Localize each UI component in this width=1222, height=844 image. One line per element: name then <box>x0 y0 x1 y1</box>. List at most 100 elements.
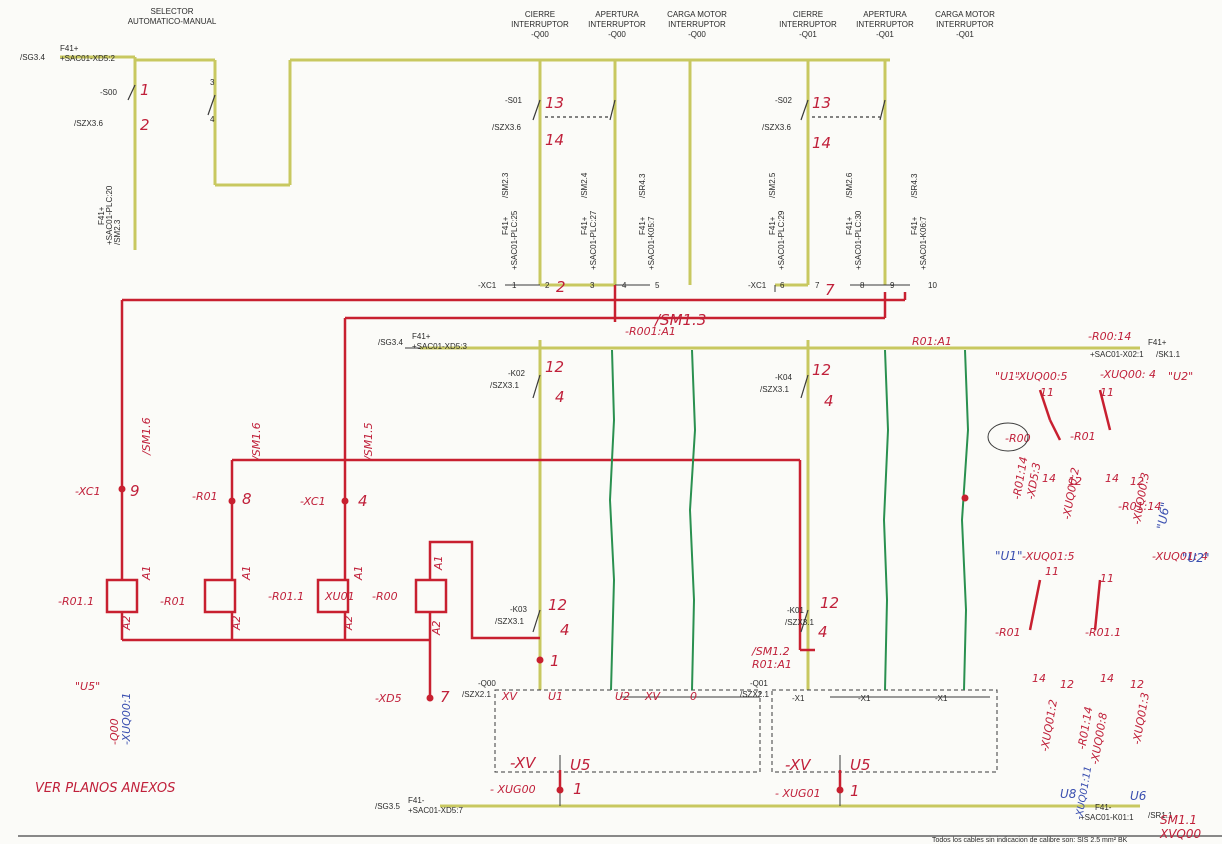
svg-text:R01:A1: R01:A1 <box>752 658 792 671</box>
svg-text:A1: A1 <box>352 565 365 581</box>
label-szx31d: /SZX3.1 <box>785 618 814 627</box>
svg-text:3: 3 <box>590 281 595 290</box>
svg-text:VER PLANOS ANEXOS: VER PLANOS ANEXOS <box>35 781 175 796</box>
svg-text:2: 2 <box>556 278 566 296</box>
svg-text:1: 1 <box>850 782 860 800</box>
header-apertura-q01-3: -Q01 <box>876 30 894 39</box>
header-cierre-q01-2: INTERRUPTOR <box>779 20 837 29</box>
svg-text:13: 13 <box>812 94 831 112</box>
svg-text:SM1.1: SM1.1 <box>1160 813 1197 827</box>
header-carga-q00-2: INTERRUPTOR <box>668 20 726 29</box>
header-carga-q01-1: CARGA MOTOR <box>935 10 995 19</box>
svg-text:-R01: -R01 <box>160 595 186 608</box>
svg-text:-R01.1: -R01.1 <box>1085 626 1121 639</box>
label-f41-mid: F41+ <box>412 332 431 341</box>
header-carga-q01-3: -Q01 <box>956 30 974 39</box>
svg-text:A2: A2 <box>430 620 443 636</box>
label-sk11: /SK1.1 <box>1156 350 1181 359</box>
svg-text:-XC1: -XC1 <box>300 495 326 508</box>
svg-text:"U2": "U2" <box>1168 370 1193 383</box>
header-apertura-q00-3: -Q00 <box>608 30 626 39</box>
svg-text:5: 5 <box>655 281 660 290</box>
svg-text:11: 11 <box>1040 386 1054 399</box>
svg-text:14: 14 <box>1100 672 1114 685</box>
svg-text:-R01: -R01 <box>192 490 218 503</box>
label-szx31a: /SZX3.1 <box>490 381 519 390</box>
label-k03: -K03 <box>510 605 527 614</box>
printed-lines <box>18 284 1222 837</box>
svg-text:-XUQ00: 4: -XUQ00: 4 <box>1100 368 1156 381</box>
svg-text:-XD5:3: -XD5:3 <box>1024 462 1043 501</box>
svg-text:U5: U5 <box>850 756 871 774</box>
svg-text:-XV: -XV <box>785 756 812 774</box>
label-szx36: /SZX3.6 <box>74 119 103 128</box>
svg-text:+SAC01-PLC:20: +SAC01-PLC:20 <box>105 185 114 245</box>
label-sg34-mid: /SG3.4 <box>378 338 403 347</box>
svg-text:-XUQ00:2: -XUQ00:2 <box>1060 467 1082 521</box>
column-headers: SELECTOR AUTOMATICO-MANUAL CIERRE INTERR… <box>128 7 995 39</box>
svg-text:A1: A1 <box>240 565 253 581</box>
svg-text:4: 4 <box>555 388 565 406</box>
svg-text:4: 4 <box>622 281 627 290</box>
footer-note: Todos los cables sin indicacion de calib… <box>932 837 1128 844</box>
svg-text:1: 1 <box>140 81 150 99</box>
v1-b: +SAC01-PLC:25 <box>510 210 519 270</box>
svg-text:-R01: -R01 <box>995 626 1021 639</box>
label-sg35: /SG3.5 <box>375 802 400 811</box>
label-szx21b: /SZX2.1 <box>740 690 769 699</box>
svg-text:2: 2 <box>140 116 150 134</box>
svg-text:12: 12 <box>1130 475 1144 488</box>
label-s01: -S01 <box>505 96 522 105</box>
svg-text:-XD5: -XD5 <box>375 692 402 705</box>
label-sac-mid: +SAC01-XD5:3 <box>412 342 467 351</box>
v5-c: /SM2.6 <box>845 172 854 198</box>
svg-text:12: 12 <box>1068 475 1082 488</box>
header-carga-q01-2: INTERRUPTOR <box>936 20 994 29</box>
contact-symbols <box>127 84 886 633</box>
v5-b: +SAC01-PLC:30 <box>854 210 863 270</box>
svg-text:U1: U1 <box>548 690 563 703</box>
label-q01b: -Q01 <box>750 679 768 688</box>
svg-text:7: 7 <box>440 688 450 706</box>
relay-coils <box>105 578 448 614</box>
svg-text:-XUQ01:5: -XUQ01:5 <box>1022 550 1075 563</box>
svg-text:10: 10 <box>928 281 937 290</box>
svg-text:"U1": "U1" <box>995 549 1022 563</box>
circled-r00-mark <box>987 422 1029 452</box>
svg-text:F41+: F41+ <box>97 206 106 225</box>
header-apertura-q01-1: APERTURA <box>863 10 907 19</box>
svg-text:/SM1.6: /SM1.6 <box>140 417 153 456</box>
svg-text:14: 14 <box>545 131 564 149</box>
svg-text:1: 1 <box>550 652 560 670</box>
svg-text:U5: U5 <box>570 756 591 774</box>
svg-text:XVQ00: XVQ00 <box>1159 827 1202 841</box>
handwritten-blue: "U1" -XUQ01:5 "U2" U8 U6 <box>995 549 1209 803</box>
svg-text:-R00: -R00 <box>1005 432 1031 445</box>
terminal-numbers: 1 2 3 4 5 6 7 8 9 10 3 4 <box>210 78 937 290</box>
svg-text:"U5": "U5" <box>75 680 100 693</box>
red-wiring <box>120 285 1112 790</box>
vertical-label-sm23: /SM2.3 <box>113 219 122 245</box>
label-xc1a: -XC1 <box>478 281 497 290</box>
label-szx36c: /SZX3.6 <box>762 123 791 132</box>
svg-text:"U1": "U1" <box>995 370 1020 383</box>
svg-text:/SM1.5: /SM1.5 <box>362 422 375 461</box>
header-selector-2: AUTOMATICO-MANUAL <box>128 17 217 26</box>
svg-text:14: 14 <box>812 134 831 152</box>
svg-text:14: 14 <box>1032 672 1046 685</box>
label-szx21a: /SZX2.1 <box>462 690 491 699</box>
label-s00: -S00 <box>100 88 117 97</box>
label-f41-r: F41+ <box>1148 338 1167 347</box>
label-xc1b: -XC1 <box>748 281 767 290</box>
svg-text:4: 4 <box>210 115 215 124</box>
svg-text:12: 12 <box>820 594 839 612</box>
svg-text:7: 7 <box>815 281 820 290</box>
svg-text:R01:A1: R01:A1 <box>912 335 952 348</box>
svg-text:-Q00: -Q00 <box>108 718 121 745</box>
svg-text:-R00: -R00 <box>372 590 398 603</box>
v2-b: +SAC01-PLC:27 <box>589 210 598 270</box>
svg-text:"U6": "U6" <box>1154 501 1173 530</box>
svg-text:11: 11 <box>1045 565 1059 578</box>
svg-text:1: 1 <box>512 281 517 290</box>
v4-b: +SAC01-PLC:29 <box>777 210 786 270</box>
